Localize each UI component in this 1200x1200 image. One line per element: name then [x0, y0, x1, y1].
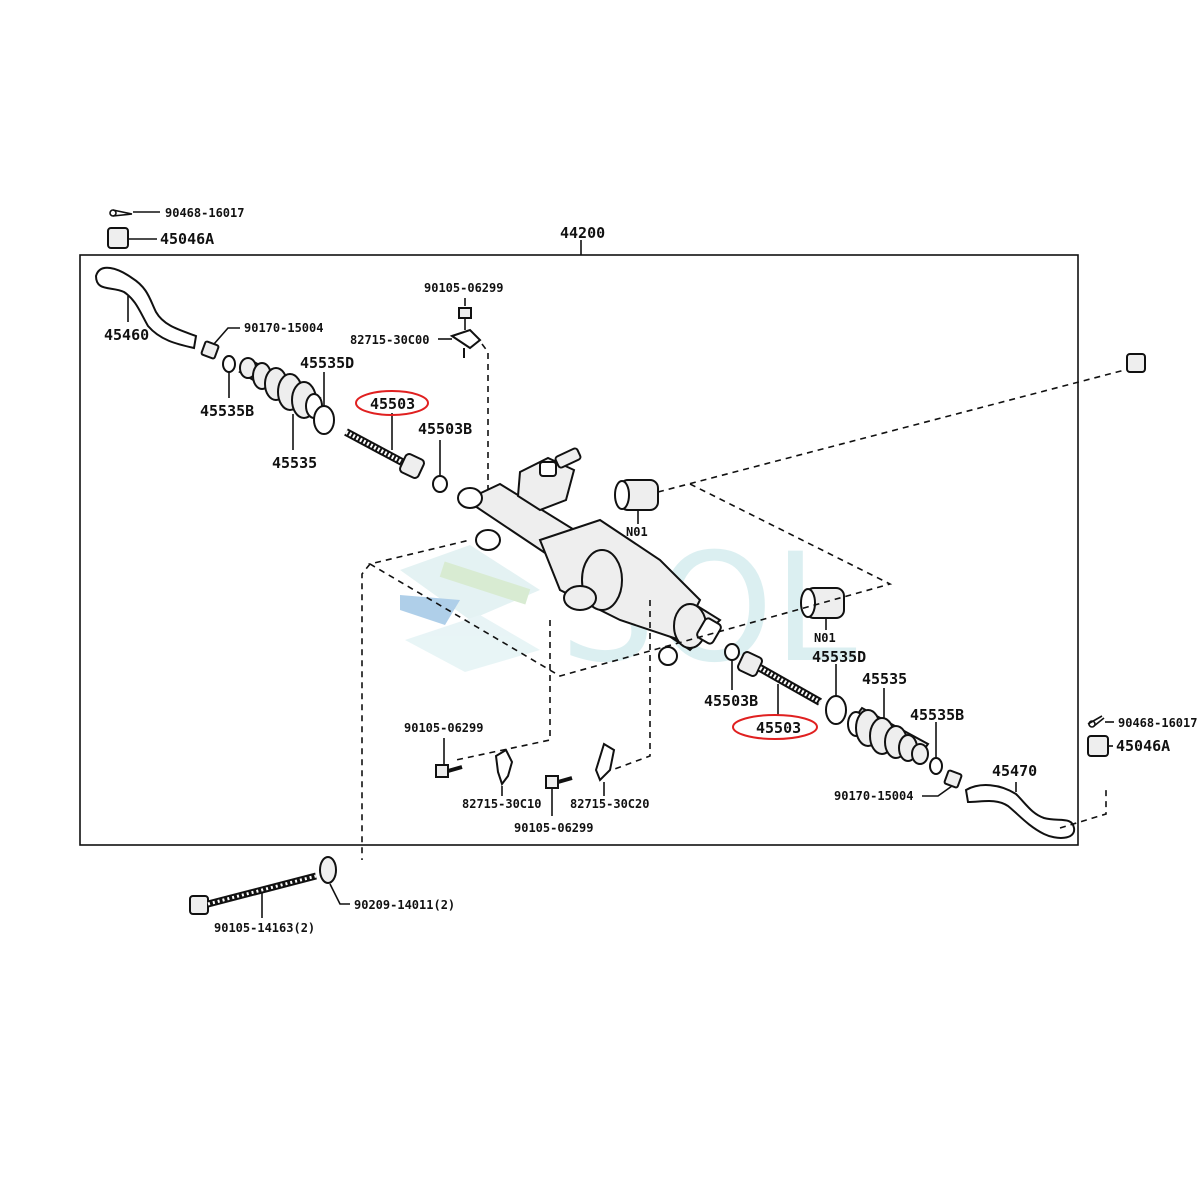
label-washer-left: 45503B: [418, 420, 472, 438]
label-bolt-left-lower: 90105-06299: [404, 721, 483, 735]
dashed-tie-rod-right: [1059, 786, 1107, 829]
lock-nut-right-icon: [943, 769, 963, 789]
label-bushing-upper: N01: [626, 525, 648, 539]
bracket-c20-icon: [594, 742, 616, 782]
steering-gear-housing-icon: [457, 447, 722, 666]
highlight-rack-end-left: [355, 390, 429, 416]
label-clip-right: 45535D: [812, 648, 866, 666]
dashed-mount-bolt: [361, 563, 371, 860]
clamp-left-icon: [222, 355, 236, 373]
nut-upper-right-icon: [1126, 353, 1146, 373]
label-castle-nut-right: 45046A: [1116, 737, 1170, 755]
label-rack-end-left: 45503: [370, 395, 415, 413]
label-clamp-right: 45535B: [910, 706, 964, 724]
leader-mount-washer: [329, 883, 350, 905]
bolt-top-icon: [458, 307, 472, 330]
label-clip-left: 45535D: [300, 354, 354, 372]
label-tie-rod-end-right: 45470: [992, 762, 1037, 780]
label-mount-bolt: 90105-14163(2): [214, 921, 315, 935]
label-rack-end-right: 45503: [756, 719, 801, 737]
washer-left-icon: [432, 475, 448, 493]
label-lock-nut-left: 90170-15004: [244, 321, 323, 335]
label-tie-rod-end-left: 45460: [104, 326, 149, 344]
dashed-mount-upper: [657, 365, 1141, 493]
bushing-upper-icon: [614, 479, 659, 511]
label-mount-washer: 90209-14011(2): [354, 898, 455, 912]
bracket-c10-icon: [494, 748, 514, 787]
label-lock-nut-right: 90170-15004: [834, 789, 913, 803]
label-boot-right: 45535: [862, 670, 907, 688]
label-bracket-c10: 82715-30C10: [462, 797, 541, 811]
tie-rod-end-left-icon: [94, 266, 198, 350]
clip-left-icon: [313, 405, 335, 435]
castle-nut-right-icon: [1087, 735, 1109, 757]
label-castle-nut-left: 45046A: [160, 230, 214, 248]
highlight-rack-end-right: [732, 714, 818, 740]
rack-end-right-icon: [737, 651, 822, 706]
watermark-logo: [400, 545, 540, 672]
label-bracket-top: 82715-30C00: [350, 333, 429, 347]
bolt-left-lower-icon: [435, 764, 463, 778]
cotter-pin-left-icon: [109, 209, 133, 217]
label-bolt-top: 90105-06299: [424, 281, 503, 295]
mount-bolt-icon: [189, 872, 317, 915]
mount-washer-icon: [319, 856, 337, 884]
clamp-right-icon: [929, 757, 943, 775]
assembly-code: 44200: [560, 224, 605, 242]
castle-nut-left-icon: [107, 227, 129, 249]
dashed-bracket-top: [481, 343, 489, 500]
boot-right-icon: [847, 706, 930, 765]
label-bushing-lower: N01: [814, 631, 836, 645]
assembly-frame: [79, 254, 1079, 846]
bolt-mid-lower-icon: [545, 775, 573, 789]
label-washer-right: 45503B: [704, 692, 758, 710]
label-cotter-pin-left: 90468-16017: [165, 206, 244, 220]
label-boot-left: 45535: [272, 454, 317, 472]
dashed-mount-frame: [367, 483, 893, 677]
cotter-pin-right-icon: [1087, 715, 1105, 728]
dashed-bracket-c20: [611, 600, 651, 771]
label-cotter-pin-right: 90468-16017: [1118, 716, 1197, 730]
leader-lock-nut-left: [213, 327, 240, 345]
label-bolt-mid-lower: 90105-06299: [514, 821, 593, 835]
leader-lock-nut-right: [922, 785, 953, 797]
washer-right-icon: [724, 643, 740, 661]
clip-right-icon: [825, 695, 847, 725]
bushing-lower-icon: [800, 587, 845, 619]
tie-rod-end-right-icon: [964, 784, 1076, 839]
label-clamp-left: 45535B: [200, 402, 254, 420]
rack-end-left-icon: [344, 428, 425, 479]
boot-left-icon: [238, 357, 323, 419]
lock-nut-left-icon: [200, 340, 220, 360]
label-bracket-c20: 82715-30C20: [570, 797, 649, 811]
bracket-top-icon: [449, 328, 482, 358]
